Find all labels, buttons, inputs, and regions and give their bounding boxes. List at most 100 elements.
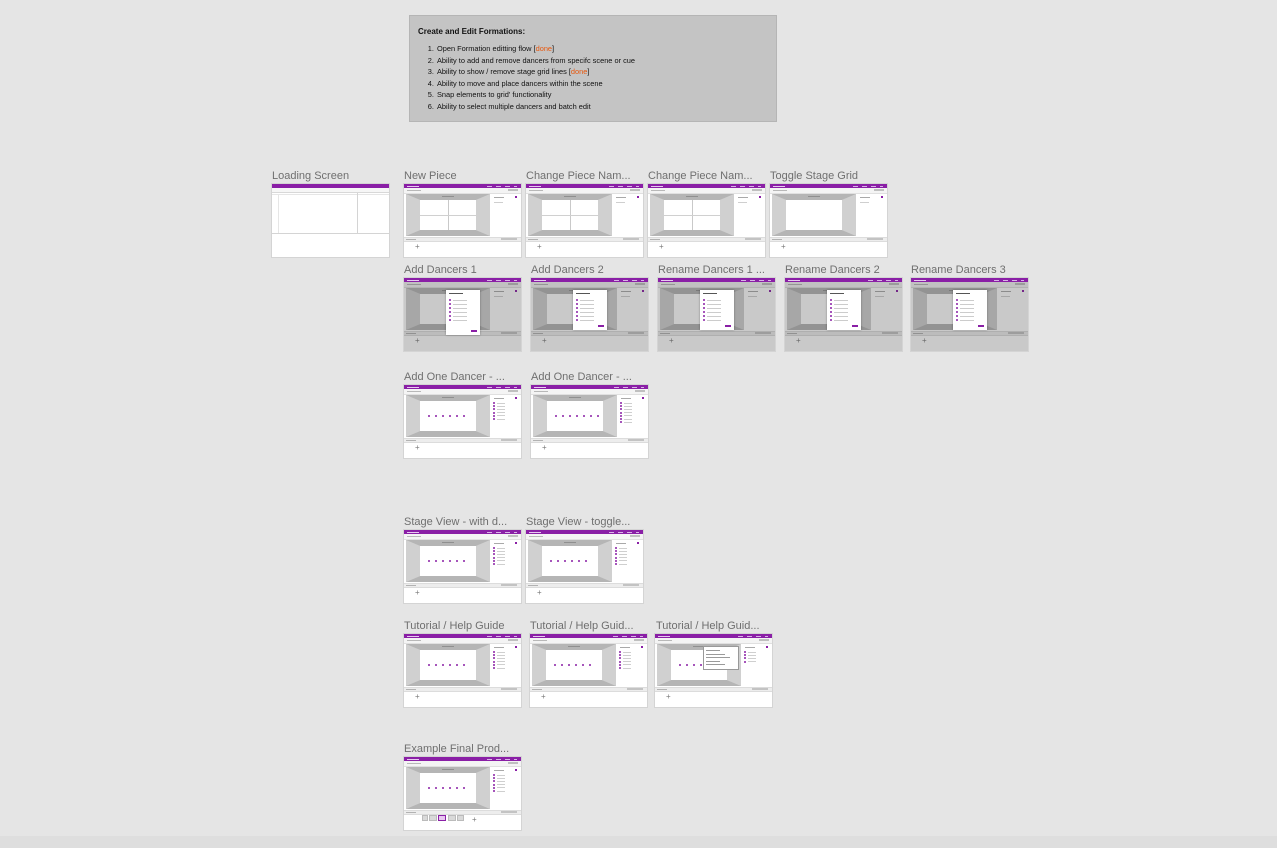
panel-button: [759, 196, 761, 198]
add-scene-icon: +: [537, 588, 542, 597]
frame-label-change-piece-name-1[interactable]: Change Piece Nam...: [526, 170, 631, 182]
frame-add-dancers-1[interactable]: +: [404, 278, 521, 351]
toolbar-button: [630, 189, 640, 191]
nav-links-line: [487, 386, 517, 388]
frame-label-tutorial-help-guide-1[interactable]: Tutorial / Help Guide: [404, 620, 505, 632]
frame-stage-view-toggle[interactable]: +: [526, 530, 643, 603]
piece-name-line: [533, 640, 547, 641]
dancer-dot: [557, 560, 559, 562]
stage-wing-left: [406, 644, 420, 686]
dialog-input-line: [707, 315, 721, 317]
frame-label-add-dancers-1[interactable]: Add Dancers 1: [404, 264, 477, 276]
frame-label-add-one-dancer-1[interactable]: Add One Dancer - ...: [404, 371, 505, 383]
dialog-dancer-dot: [703, 303, 705, 305]
frame-change-piece-name-1[interactable]: +: [526, 184, 643, 257]
frame-label-rename-dancers-2[interactable]: Rename Dancers 2: [785, 264, 880, 276]
frame-label-change-piece-name-2[interactable]: Change Piece Nam...: [648, 170, 753, 182]
frame-stage-view-with-d[interactable]: +: [404, 530, 521, 603]
dialog-dancer-dot: [703, 319, 705, 321]
panel-dancer-name: [497, 784, 505, 786]
frame-label-stage-view-with-d[interactable]: Stage View - with d...: [404, 516, 508, 528]
frame-label-tutorial-help-guide-3[interactable]: Tutorial / Help Guid...: [656, 620, 760, 632]
stage-floor: [542, 200, 598, 230]
frame-rename-dancers-3[interactable]: +: [911, 278, 1028, 351]
add-scene-icon: +: [415, 692, 420, 701]
nav-links-line: [853, 185, 883, 187]
frame-new-piece[interactable]: +: [404, 184, 521, 257]
timeline-scene: [448, 815, 456, 821]
dialog-input-line: [580, 311, 594, 313]
dancer-dot: [693, 664, 695, 666]
note-title: Create and Edit Formations:: [418, 27, 526, 36]
frame-example-final-product[interactable]: +: [404, 757, 521, 830]
frame-tutorial-help-guide-3[interactable]: +: [655, 634, 772, 707]
frame-label-add-dancers-2[interactable]: Add Dancers 2: [531, 264, 604, 276]
app-title-line: [788, 279, 800, 281]
status-text: [533, 440, 543, 441]
status-text: [660, 333, 670, 334]
nav-links-line: [731, 185, 761, 187]
panel-dancer-dot: [620, 405, 622, 408]
frame-loading-screen[interactable]: [272, 184, 389, 257]
frame-label-stage-view-toggle[interactable]: Stage View - toggle...: [526, 516, 631, 528]
dialog-input-line: [580, 299, 594, 301]
dancer-dot: [568, 664, 570, 666]
frame-change-piece-name-2[interactable]: +: [648, 184, 765, 257]
side-panel: [614, 540, 641, 582]
panel-dancer-name: [624, 412, 632, 414]
panel-dancer-dot: [619, 657, 621, 660]
frame-tutorial-help-guide-2[interactable]: +: [530, 634, 647, 707]
panel-dancer-dot: [493, 547, 495, 549]
nav-links-line: [613, 635, 643, 637]
dialog-input-line: [580, 303, 594, 305]
add-scene-icon: +: [415, 443, 420, 452]
frame-top-bar: [404, 634, 521, 638]
stage-wing-left: [660, 288, 674, 330]
frame-tutorial-help-guide-1[interactable]: +: [404, 634, 521, 707]
frame-add-one-dancer-2[interactable]: +: [531, 385, 648, 458]
frame-top-bar: [404, 530, 521, 534]
frame-rename-dancers-2[interactable]: +: [785, 278, 902, 351]
frame-label-new-piece[interactable]: New Piece: [404, 170, 457, 182]
frame-label-rename-dancers-1[interactable]: Rename Dancers 1 ...: [658, 264, 765, 276]
frame-sub-bar: [404, 761, 521, 767]
frame-label-loading-screen[interactable]: Loading Screen: [272, 170, 350, 182]
frame-top-bar: [404, 184, 521, 188]
dialog-input-line: [580, 307, 594, 309]
side-panel: [492, 395, 519, 437]
frame-label-toggle-stage-grid[interactable]: Toggle Stage Grid: [770, 170, 859, 182]
dancer-dot: [428, 415, 430, 417]
status-bar: [404, 810, 521, 815]
frame-label-add-one-dancer-2[interactable]: Add One Dancer - ...: [531, 371, 632, 383]
frame-label-tutorial-help-guide-2[interactable]: Tutorial / Help Guid...: [530, 620, 634, 632]
add-scene-icon: +: [666, 692, 671, 701]
toolbar-button: [508, 762, 518, 764]
piece-name-line: [407, 763, 421, 764]
panel-button: [1022, 290, 1024, 292]
frame-divider: [272, 233, 389, 234]
panel-dancer-name: [624, 405, 632, 407]
dialog-confirm-button: [471, 330, 477, 332]
frame-add-one-dancer-1[interactable]: +: [404, 385, 521, 458]
note-item: Snap elements to grid' functionality: [436, 89, 776, 101]
panel-button: [515, 397, 517, 399]
nav-links-line: [487, 635, 517, 637]
dialog-confirm-button: [725, 325, 731, 327]
stage-area: [406, 767, 490, 809]
panel-dancer-name: [624, 421, 632, 423]
dancer-dot: [583, 415, 585, 417]
panel-dancer-name: [623, 664, 631, 666]
dancer-dot: [555, 415, 557, 417]
frame-add-dancers-2[interactable]: +: [531, 278, 648, 351]
frame-label-rename-dancers-3[interactable]: Rename Dancers 3: [911, 264, 1006, 276]
frame-rename-dancers-1[interactable]: +: [658, 278, 775, 351]
panel-dancer-dot: [615, 547, 617, 549]
stage-label: [442, 195, 454, 197]
stage-label: [808, 195, 820, 197]
frame-toggle-stage-grid[interactable]: +: [770, 184, 887, 257]
panel-dancer-dot: [744, 651, 746, 653]
panel-button: [637, 196, 639, 198]
status-text: [528, 239, 538, 240]
requirements-note[interactable]: Create and Edit Formations: Open Formati…: [409, 15, 777, 122]
frame-label-example-final-product[interactable]: Example Final Prod...: [404, 743, 510, 755]
